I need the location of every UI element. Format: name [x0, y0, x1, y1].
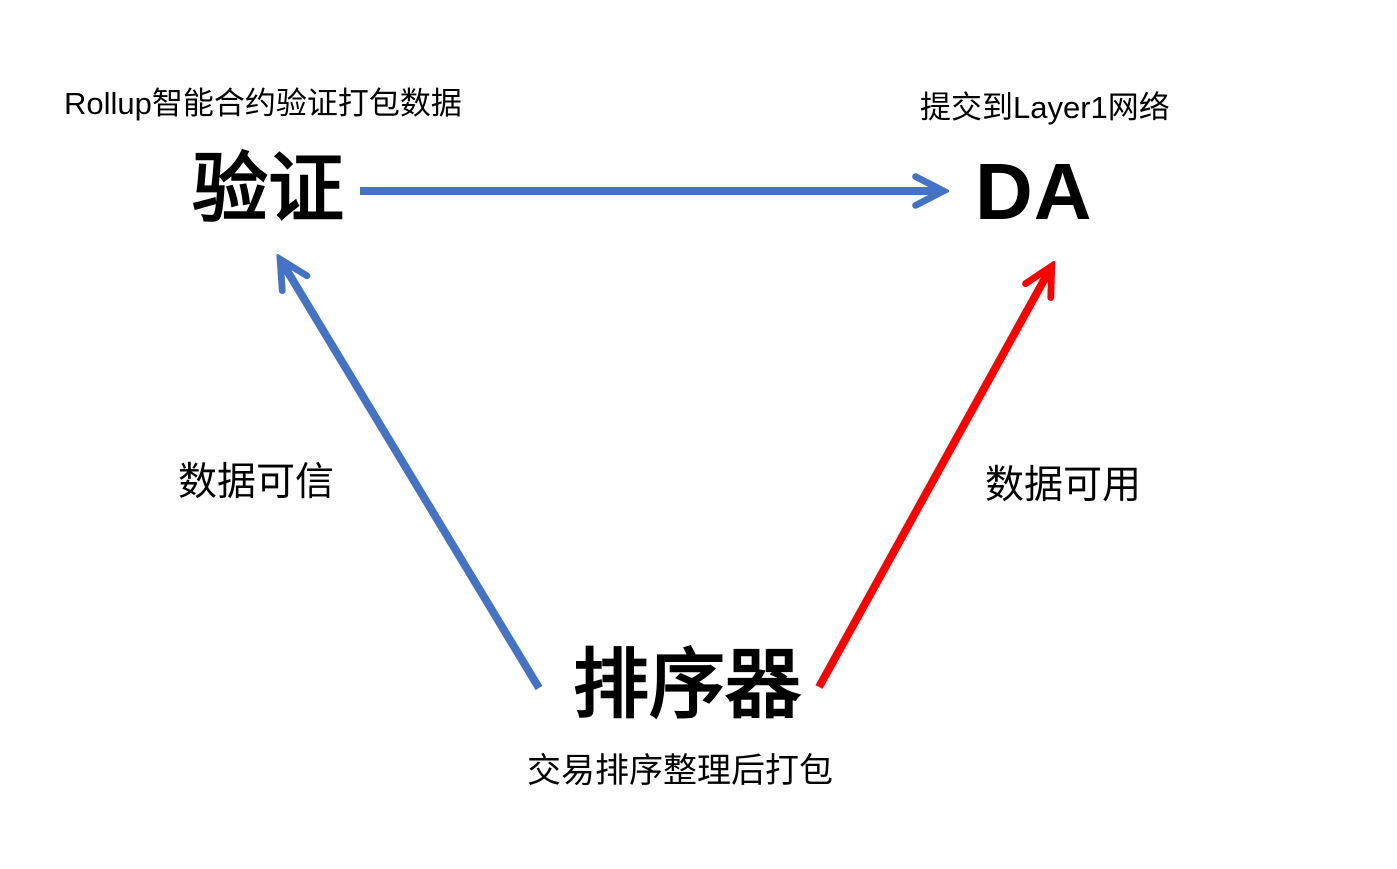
- arrow-sequencer-to-verify: [283, 264, 543, 691]
- verify-node-caption: Rollup智能合约验证打包数据: [64, 86, 462, 121]
- verify-node-title: 验证: [192, 147, 344, 232]
- edge-label-data-trusted: 数据可信: [178, 461, 335, 504]
- arrow-sequencer-to-da: [815, 271, 1049, 689]
- sequencer-node-title: 排序器: [573, 643, 801, 728]
- da-node-title: DA: [975, 147, 1093, 236]
- sequencer-node-caption: 交易排序整理后打包: [527, 752, 833, 790]
- edge-label-data-available: 数据可用: [985, 464, 1142, 507]
- da-node-caption: 提交到Layer1网络: [920, 90, 1170, 125]
